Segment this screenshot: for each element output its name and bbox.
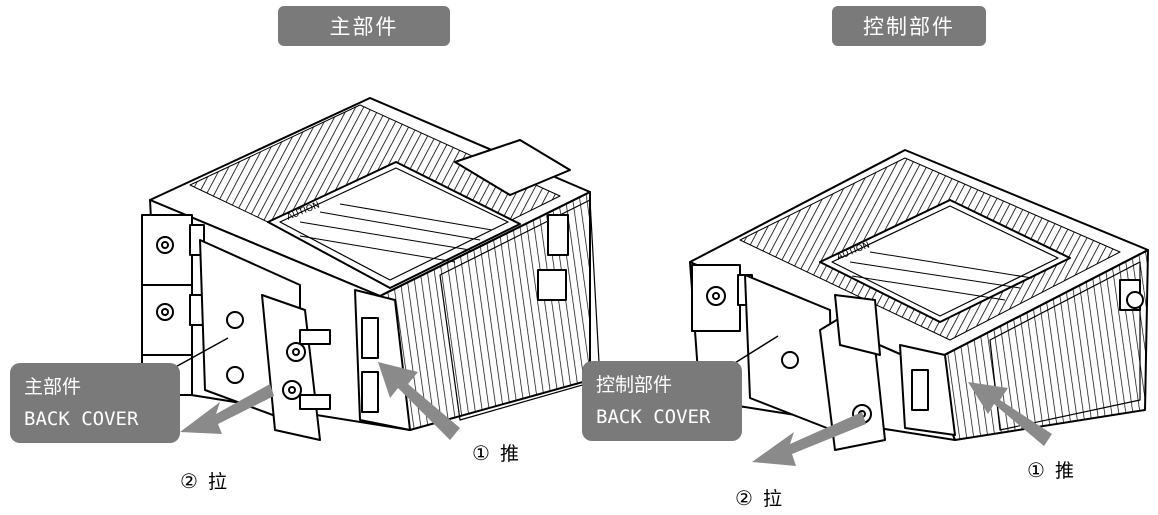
- control-back-cover-callout: 控制部件 BACK COVER: [582, 361, 742, 441]
- callout-subtitle: BACK COVER: [596, 406, 711, 428]
- callout-leader-line-right: [729, 335, 779, 367]
- step-action: 拉: [762, 488, 782, 510]
- callout-leader-line: [169, 337, 229, 371]
- push-arrow: [378, 362, 460, 440]
- main-unit-title: 主部件: [278, 6, 450, 46]
- pull-arrow: [180, 384, 274, 434]
- control-module-drawing: AUTION: [689, 149, 1149, 451]
- callout-title: 主部件: [24, 376, 82, 398]
- step-number: ①: [472, 441, 490, 465]
- step-number: ②: [180, 469, 198, 493]
- step-number: ②: [735, 486, 753, 510]
- step-action: 推: [499, 443, 519, 465]
- callout-subtitle: BACK COVER: [24, 408, 139, 430]
- callout-title: 控制部件: [596, 374, 673, 396]
- step-action: 拉: [207, 471, 227, 493]
- push-arrow-right: [968, 382, 1052, 446]
- step-number: ①: [1027, 458, 1045, 482]
- pull-arrow-right: [752, 412, 866, 466]
- step-action: 推: [1054, 460, 1074, 482]
- main-back-cover-callout: 主部件 BACK COVER: [10, 363, 180, 443]
- main-module-drawing: AUTION: [141, 97, 601, 441]
- control-unit-title: 控制部件: [832, 6, 986, 46]
